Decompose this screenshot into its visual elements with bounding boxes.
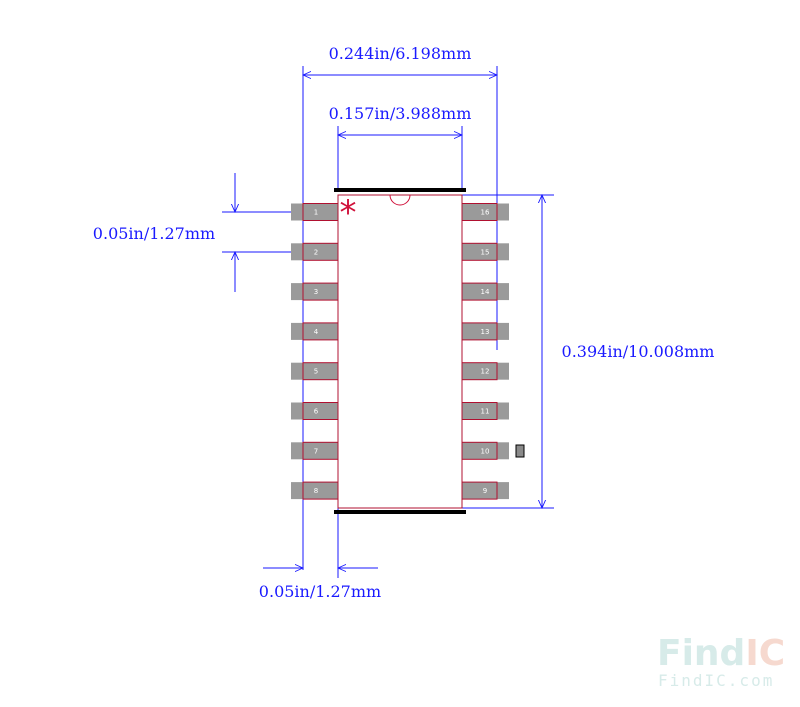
pin-number: 9 — [483, 487, 487, 495]
pad-7: 7 — [291, 441, 339, 460]
watermark-brand-b: IC — [745, 633, 785, 674]
fiducial-marker — [515, 444, 525, 458]
pads-right: 16 15 14 13 12 11 10 9 — [461, 203, 509, 500]
pin-number: 14 — [481, 288, 490, 296]
body-outline — [337, 194, 463, 509]
watermark-url: FindIC.com — [658, 671, 774, 690]
body-width-label: 0.157in/3.988mm — [329, 104, 472, 123]
body-length-label: 0.394in/10.008mm — [562, 342, 715, 361]
pad-2: 2 — [291, 242, 339, 261]
pin-number: 10 — [481, 447, 490, 455]
body-width-dimension: 0.157in/3.988mm — [329, 104, 472, 190]
pad-outline — [302, 362, 339, 381]
pad-16: 16 — [461, 203, 509, 221]
pad-outline — [461, 242, 498, 261]
pad-outline — [302, 441, 339, 460]
pad-outline — [461, 362, 498, 381]
pad-4: 4 — [291, 322, 339, 341]
pin-number: 13 — [481, 328, 490, 336]
body-length-dimension: 0.394in/10.008mm — [462, 195, 714, 508]
pad-11: 11 — [461, 402, 509, 420]
pad-length-dimension: 0.05in/1.27mm — [259, 508, 381, 601]
pad-13: 13 — [461, 322, 509, 341]
pad-outline — [302, 203, 339, 221]
pad-outline — [302, 282, 339, 301]
pin-number: 2 — [314, 248, 318, 256]
pin-number: 1 — [314, 209, 318, 217]
pad-9: 9 — [461, 481, 509, 500]
pad-outline — [461, 441, 498, 460]
pad-outline — [461, 282, 498, 301]
watermark-brand: FindIC — [657, 633, 785, 674]
pin-number: 7 — [314, 447, 318, 455]
pad-outline — [302, 322, 339, 341]
pad-15: 15 — [461, 242, 509, 261]
pad-outline — [461, 402, 498, 420]
pin-number: 5 — [314, 368, 318, 376]
overall-width-label: 0.244in/6.198mm — [329, 44, 472, 63]
pad-8: 8 — [291, 481, 339, 500]
pad-10: 10 — [461, 441, 509, 460]
pad-14: 14 — [461, 282, 509, 301]
pad-3: 3 — [291, 282, 339, 301]
pin1-notch — [389, 194, 411, 206]
pad-outline — [302, 242, 339, 261]
pitch-label: 0.05in/1.27mm — [93, 224, 215, 243]
pad-outline — [302, 402, 339, 420]
pin-number: 15 — [481, 248, 490, 256]
pitch-dimension: 0.05in/1.27mm — [93, 173, 318, 292]
pad-outline — [461, 203, 498, 221]
pad-6: 6 — [291, 402, 339, 420]
watermark-brand-a: Find — [657, 633, 745, 674]
pin-number: 12 — [481, 368, 490, 376]
pad-outline — [302, 481, 339, 500]
pin-number: 11 — [481, 408, 490, 416]
pin-number: 8 — [314, 487, 318, 495]
watermark: FindIC FindIC.com — [657, 633, 785, 690]
pin1-marker-icon: * — [340, 193, 357, 233]
pad-12: 12 — [461, 362, 509, 381]
pin-number: 3 — [314, 288, 318, 296]
pad-outline — [461, 322, 498, 341]
component-body: * — [334, 188, 466, 514]
pad-5: 5 — [291, 362, 339, 381]
pad-outline — [461, 481, 498, 500]
pad-length-label: 0.05in/1.27mm — [259, 582, 381, 601]
pads-left: 1 2 3 4 5 6 7 8 — [291, 203, 339, 500]
pin-number: 16 — [481, 209, 490, 217]
pad-1: 1 — [291, 203, 339, 221]
pin-number: 6 — [314, 408, 319, 416]
pin-number: 4 — [314, 328, 319, 336]
